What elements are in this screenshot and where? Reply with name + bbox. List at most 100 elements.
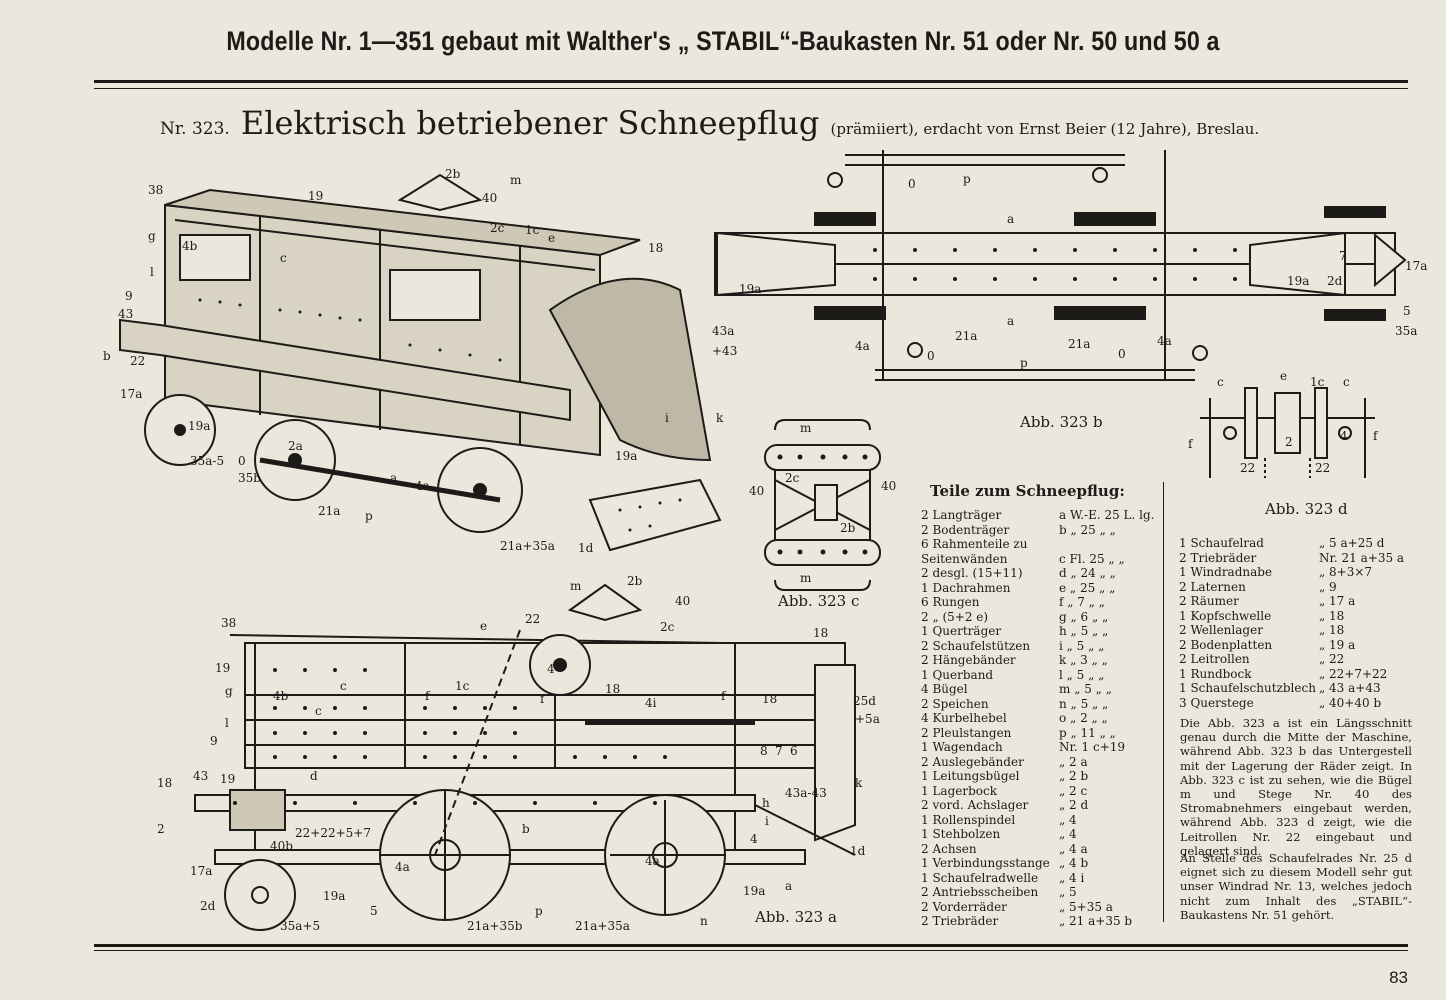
persp-label: m [510,173,522,187]
fig-d-label: f [1188,437,1194,451]
fig-b-label: 7 [1339,249,1347,263]
fig-a-label: d [310,769,318,783]
fig-d-label: 22 [1240,461,1255,475]
fig-a-label: 22+22+5+7 [295,826,371,840]
parts-row: 1 Rollenspindel„ 4 [921,812,1077,827]
figure-323a: 38 e m 2b 40 22 2c 18 19 c 1c f f f 18 g… [157,574,880,933]
caption-323b: Abb. 323 b [1020,413,1103,431]
fig-a-label: 18 [157,776,172,790]
fig-a-label: 18 [605,682,620,696]
persp-label: c [280,251,287,265]
fig-a-label: 40 [675,594,690,608]
fig-a-label: 21a+35a [575,919,630,933]
persp-label: 19 [308,189,323,203]
page-header-title: Modelle Nr. 1—351 gebaut mit Walther's „… [226,26,1220,56]
fig-a-label: 2 [157,822,165,836]
fig-d-label: e [1280,369,1287,383]
fig-d-label: c [1343,375,1350,389]
fig-a-label: 2d [200,899,216,913]
fig-a-label: c [315,704,322,718]
persp-label: 35a-5 [190,454,224,468]
parts-row: 3 Querstege„ 40+40 b [1179,695,1382,710]
persp-label: b [103,349,111,363]
fig-b-label: 19a [1287,274,1309,288]
parts-row: 2 Bodenplatten„ 19 a [1179,637,1356,652]
parts-row: 2 Auslegebänder„ 2 a [921,754,1088,769]
description-paragraph-2: An Stelle des Schaufelrades Nr. 25 d eig… [1180,851,1412,922]
persp-label: 2a [288,439,303,453]
header-rule [94,80,1408,83]
fig-b-label: 4a [1157,334,1172,348]
fig-a-label: n [700,914,708,928]
fig-b-label: 21a [1068,337,1090,351]
fig-a-label: 2c [660,620,675,634]
fig-a-label: 38 [221,616,236,630]
fig-b-label: 0 [908,177,916,191]
persp-label: 19a [188,419,210,433]
persp-label: p [365,509,373,523]
fig-a-label: 6 [790,744,798,758]
fig-b-label: a [1007,212,1014,226]
fig-a-label: h [762,796,770,810]
caption-323a: Abb. 323 a [755,908,837,926]
fig-d-label: 4 [1340,429,1348,443]
persp-label: l [150,265,154,279]
persp-label: 17a [120,387,142,401]
persp-label: 38 [148,183,163,197]
fig-d-label: f [1373,429,1379,443]
parts-row: 1 Schaufelradwelle„ 4 i [921,870,1085,885]
parts-row: 6 Rahmenteile zu [921,537,1028,551]
fig-b-label: 21a [955,329,977,343]
fig-a-label: 4a [645,854,660,868]
figure-323b: 0 p a 19a 7 17a 19a 2d 5 35a 21a a 4a 0 … [714,150,1427,381]
fig-a-label: +5a [855,712,880,726]
parts-row: 2 Laternen„ 9 [1179,579,1337,594]
fig-a-label: f [721,689,727,703]
fig-c-label: 40 [881,479,896,493]
persp-label: g [148,229,156,243]
caption-323c: Abb. 323 c [778,592,860,610]
footer-rule-thin [94,950,1408,951]
fig-a-label: c [340,679,347,693]
fig-a-label: f [425,689,431,703]
header-rule-thin [94,88,1408,89]
persp-label: 1d [578,541,594,555]
persp-label: 21a+35a [500,539,555,553]
fig-a-label: 19a [743,884,765,898]
parts-row: 2 Vorderräder„ 5+35 a [921,899,1113,914]
fig-a-label: 21a+35b [467,919,523,933]
fig-a-label: 43 [193,769,208,783]
fig-c-label: m [800,571,812,585]
fig-a-label: m [570,579,582,593]
persp-label: 22 [130,354,145,368]
persp-label: a [390,471,397,485]
persp-label: 1c [525,223,540,237]
model-subtitle: (prämiiert), erdacht von Ernst Beier (12… [830,120,1260,138]
fig-a-label: 19 [215,661,230,675]
parts-row: 1 Kopfschwelle„ 18 [1179,608,1345,623]
fig-a-label: 2b [627,574,643,588]
persp-label: 43a [712,324,734,338]
parts-row: 2 Räumer„ 17 a [1179,594,1356,608]
persp-label: 21a [318,504,340,518]
fig-a-label: p [535,904,543,918]
fig-a-label: e [480,619,487,633]
persp-label: +43 [712,344,737,358]
persp-label: 19a [615,449,637,463]
fig-a-label: 43a-43 [785,786,827,800]
fig-a-label: a [785,879,792,893]
fig-a-label: i [765,814,769,828]
fig-a-label: 19 [220,772,235,786]
fig-b-label: p [963,172,971,186]
fig-d-label: 2 [1285,435,1293,449]
